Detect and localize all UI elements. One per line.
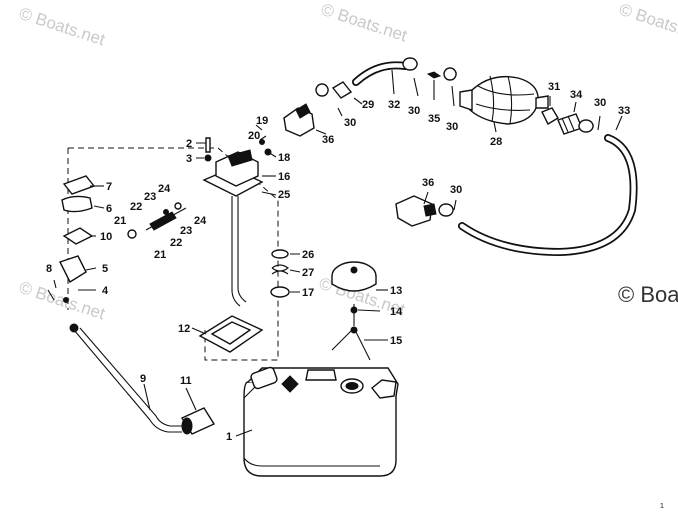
callout-7: 7 [106, 181, 112, 193]
callout-11: 11 [180, 375, 192, 387]
callout-28: 28 [490, 136, 502, 148]
callout-24-b: 24 [194, 215, 207, 227]
nut-30-a [315, 83, 329, 97]
callout-16: 16 [278, 171, 290, 183]
nut-30-d [578, 119, 594, 133]
fitting-34 [557, 113, 583, 135]
callout-36-b: 36 [422, 177, 434, 189]
callout-27: 27 [302, 267, 314, 279]
callout-15: 15 [390, 335, 402, 347]
pickup-tube [73, 329, 182, 433]
nut-30-b [402, 57, 418, 71]
filler-cap [331, 261, 377, 292]
callout-30-e: 30 [450, 184, 462, 196]
nut-30-e [438, 203, 454, 217]
callout-2: 2 [186, 138, 192, 150]
assembly-outline [67, 147, 279, 361]
callout-30-c: 30 [446, 121, 458, 133]
fuel-gauge-assembly [202, 137, 272, 307]
callout-34: 34 [570, 89, 583, 101]
callout-14: 14 [390, 306, 403, 318]
hose-fittings [315, 57, 594, 217]
connector-35 [426, 71, 442, 79]
callout-25: 25 [278, 189, 290, 201]
callout-22-b: 22 [170, 237, 182, 249]
nut-30-c [443, 67, 457, 81]
callout-19: 19 [256, 115, 268, 127]
fitting-29 [331, 81, 353, 99]
callout-20: 20 [248, 130, 260, 142]
callout-13: 13 [390, 285, 402, 297]
watermark-top-left: © Boats.net [17, 4, 108, 50]
linkage-parts [127, 202, 187, 239]
fuel-tank [243, 366, 399, 477]
callout-36-a: 36 [322, 134, 334, 146]
fuel-hose-long [458, 134, 638, 257]
callout-9: 9 [140, 373, 146, 385]
watermark-top-center: © Boats.net [319, 0, 410, 45]
left-bracket-parts [47, 175, 96, 303]
callout-23-a: 23 [144, 191, 156, 203]
callout-35: 35 [428, 113, 440, 125]
callout-4: 4 [102, 285, 109, 297]
vent-screw-and-bail [331, 304, 371, 361]
callout-6: 6 [106, 203, 112, 215]
callout-31: 31 [548, 81, 560, 93]
callout-22-a: 22 [130, 201, 142, 213]
callout-24-a: 24 [158, 183, 171, 195]
gasket [198, 315, 264, 353]
watermark-top-right: © Boats.net [617, 0, 678, 45]
callout-29: 29 [362, 99, 374, 111]
float-6 [61, 195, 93, 213]
connector-lower [395, 195, 437, 227]
callout-1: 1 [226, 431, 232, 443]
page-mark: 1 [660, 503, 664, 510]
callout-12: 12 [178, 323, 190, 335]
primer-bulb [459, 75, 549, 125]
callout-33: 33 [618, 105, 630, 117]
gauge-float-parts [270, 249, 290, 298]
callout-5: 5 [102, 263, 108, 275]
callout-32: 32 [388, 99, 400, 111]
watermark-mid-left: © Boats.net [17, 278, 108, 324]
callout-numbers: 1 2 3 4 5 6 7 8 9 10 11 12 13 14 15 16 1… [46, 81, 630, 443]
callout-21-a: 21 [114, 215, 126, 227]
callout-30-a: 30 [344, 117, 356, 129]
bracket-5 [59, 255, 87, 284]
watermark-right-edge: © Boa [618, 282, 678, 307]
callout-30-d: 30 [594, 97, 606, 109]
fitting-31 [541, 107, 559, 125]
callout-30-b: 30 [408, 105, 420, 117]
callout-3: 3 [186, 153, 192, 165]
callout-21-b: 21 [154, 249, 166, 261]
callout-18: 18 [278, 152, 290, 164]
filter [180, 407, 216, 435]
callout-26: 26 [302, 249, 314, 261]
connector-upper [283, 103, 315, 137]
callout-17: 17 [302, 287, 314, 299]
leader-lines [53, 69, 623, 437]
callout-23-b: 23 [180, 225, 192, 237]
callout-10: 10 [100, 231, 112, 243]
callout-8: 8 [46, 263, 52, 275]
